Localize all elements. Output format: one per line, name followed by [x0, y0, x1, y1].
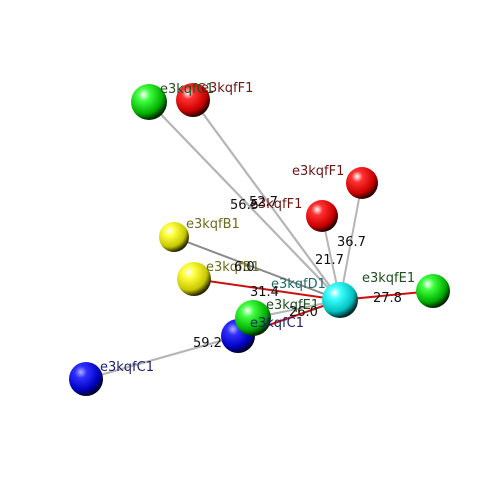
distance-label: 31.4 — [250, 285, 279, 300]
atom-sphere[interactable] — [176, 83, 210, 117]
bond-line — [173, 236, 341, 301]
atom-label: e3kqfB1 — [186, 217, 240, 232]
atom-sphere[interactable] — [346, 167, 378, 199]
atom-label: e3kqfB1 — [206, 260, 260, 275]
atom-label: e3kqfC1 — [100, 360, 154, 375]
atom-label: e3kqfE1 — [362, 271, 415, 286]
atom-sphere[interactable] — [159, 222, 189, 252]
atom-sphere[interactable] — [416, 274, 450, 308]
atom-label: e3kqfD1 — [271, 277, 326, 292]
atoms — [69, 83, 450, 396]
bond-line — [193, 278, 341, 301]
atom-label: e3kqfE1 — [266, 298, 319, 313]
atom-sphere[interactable] — [69, 362, 103, 396]
distance-label: 52.7 — [249, 195, 278, 210]
distance-label: 59.2 — [193, 336, 222, 351]
atom-sphere[interactable] — [235, 300, 271, 336]
atom-label: e3kqfF1 — [250, 197, 302, 212]
atom-label: e3kqfC1 — [250, 316, 304, 331]
atom-labels: e3kqfC1 e3kqfF1 e3kqfF1 e3kqfF1 e3kqfB1 … — [100, 81, 415, 375]
distance-labels: 56.5 52.7 36.7 21.7 31.4 27.8 59.2 26.0 … — [193, 195, 402, 351]
bonds — [85, 99, 434, 381]
bond-line — [339, 182, 363, 301]
bond-line — [148, 101, 341, 301]
bond-line — [192, 99, 341, 301]
distance-label: 6.0 — [234, 260, 255, 275]
atom-sphere[interactable] — [177, 262, 211, 296]
bond-line — [85, 334, 239, 381]
distance-label: 36.7 — [337, 235, 366, 250]
distance-label: 56.5 — [230, 198, 259, 213]
atom-sphere[interactable] — [131, 84, 167, 120]
atom-label: e3kqfC1 — [160, 82, 214, 97]
atom-sphere[interactable] — [306, 200, 338, 232]
atom-label: e3kqfF1 — [292, 164, 344, 179]
distance-label: 26.0 — [289, 305, 318, 320]
distance-label: 21.7 — [315, 253, 344, 268]
atom-sphere[interactable] — [322, 282, 358, 318]
distance-label: 27.8 — [373, 291, 402, 306]
atom-label: e3kqfF1 — [201, 81, 253, 96]
